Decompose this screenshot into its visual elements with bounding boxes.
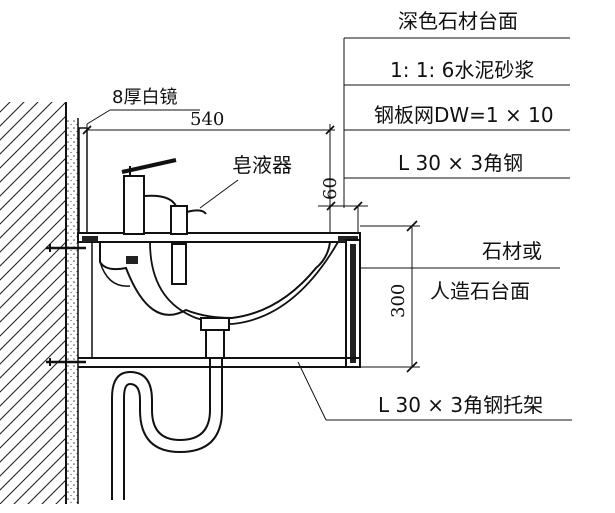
dispenser-leader-line bbox=[199, 179, 239, 209]
label-countertop: 深色石材台面 bbox=[398, 9, 518, 33]
countertop-slab bbox=[77, 232, 361, 243]
drain-tailpiece bbox=[205, 329, 225, 359]
layer-callout-lines bbox=[343, 37, 570, 208]
bracket-callout bbox=[297, 361, 572, 421]
dispenser-bottle bbox=[171, 243, 187, 285]
label-stone-or: 石材或 bbox=[482, 239, 542, 263]
faucet bbox=[121, 158, 177, 235]
label-angle-steel: L 30 × 3角钢 bbox=[398, 151, 523, 175]
dim-300-tick-top bbox=[406, 220, 418, 232]
front-apron bbox=[345, 239, 361, 368]
countertop bbox=[77, 232, 361, 243]
dim-label-300: 300 bbox=[388, 284, 409, 318]
basin-bowl-inner bbox=[99, 241, 331, 320]
wall bbox=[0, 102, 79, 504]
basin-overflow-hole bbox=[126, 256, 138, 264]
dimension-300 bbox=[360, 220, 420, 373]
basin-overflow bbox=[99, 261, 131, 287]
label-bracket: L 30 × 3角钢托架 bbox=[378, 393, 543, 417]
dim-300-tick-bottom bbox=[406, 361, 418, 373]
mirror-leader-line bbox=[86, 109, 111, 125]
dim-540-tick-left bbox=[82, 125, 92, 135]
dispenser-nozzle bbox=[186, 209, 207, 215]
countertop-support-left bbox=[82, 236, 98, 242]
wall-anchors bbox=[46, 244, 86, 366]
label-mortar: 1: 1: 6水泥砂浆 bbox=[390, 58, 534, 82]
mirror-panel bbox=[78, 127, 88, 239]
label-mirror: 8厚白镜 bbox=[112, 87, 177, 108]
basin bbox=[99, 241, 339, 325]
wall-hatch bbox=[0, 102, 66, 504]
mortar-layer bbox=[66, 118, 78, 504]
trap-pipe-inner bbox=[123, 358, 223, 500]
drain-flange bbox=[200, 317, 230, 331]
soap-dispenser bbox=[170, 179, 239, 285]
dim-label-540: 540 bbox=[190, 109, 224, 130]
faucet-spout bbox=[143, 194, 177, 207]
dispenser-pump bbox=[170, 205, 188, 235]
label-soap-dispenser: 皂液器 bbox=[232, 153, 292, 177]
faucet-body bbox=[123, 175, 145, 235]
drain-trap bbox=[111, 317, 230, 500]
label-steel-mesh: 钢板网DW=1 × 10 bbox=[374, 103, 554, 127]
dimension-540 bbox=[82, 124, 335, 232]
trap-pipe-outer bbox=[111, 358, 211, 500]
label-artificial-stone: 人造石台面 bbox=[430, 279, 530, 303]
dimension-60 bbox=[318, 201, 368, 232]
dim-60-tick-left bbox=[326, 201, 336, 211]
apron-inner-angle bbox=[350, 244, 356, 363]
dim-label-60: 60 bbox=[320, 177, 341, 200]
bracket-leader-diagonal bbox=[297, 361, 327, 421]
